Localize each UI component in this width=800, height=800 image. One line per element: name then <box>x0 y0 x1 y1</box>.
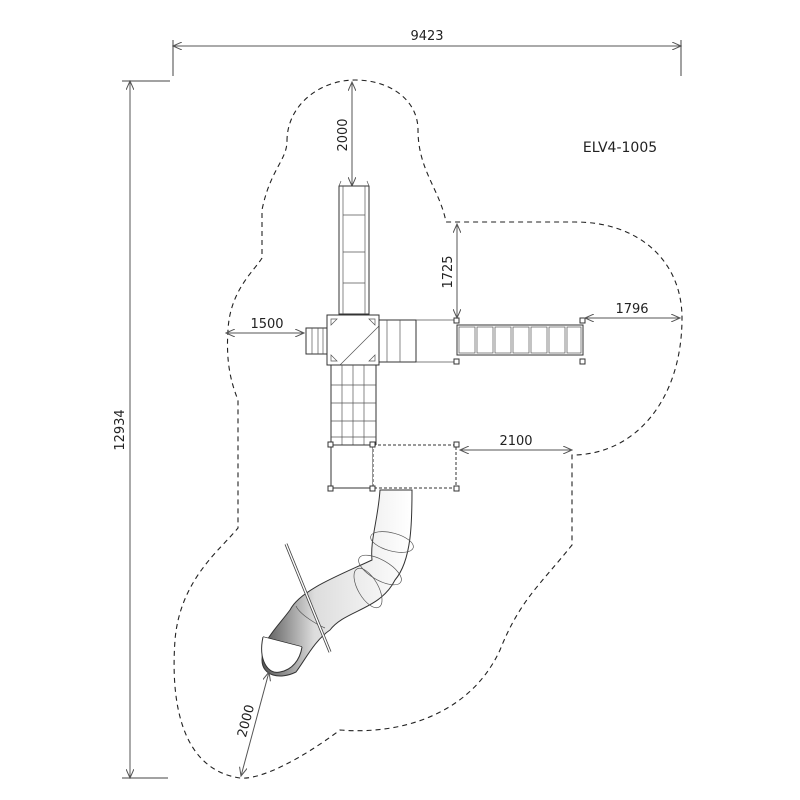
straight-slide <box>338 180 370 315</box>
bridge-vertical-clearance-label: 1725 <box>441 255 456 288</box>
ladder-clearance-label: 1500 <box>250 317 283 332</box>
lower-platforms <box>327 441 460 492</box>
top-slide-clearance-dimension: 2000 <box>336 82 352 186</box>
access-ladder <box>305 327 328 355</box>
tube-slide <box>261 489 414 677</box>
bridge-horizontal-clearance-label: 1796 <box>615 302 648 317</box>
overall-length-dimension: 12934 <box>113 81 170 778</box>
slide-exit-clearance-label: 2000 <box>235 703 258 739</box>
platform-clearance-dimension: 2100 <box>460 434 572 450</box>
platform-clearance-label: 2100 <box>499 434 532 449</box>
rope-bridge <box>453 317 586 365</box>
safety-zone-outline <box>173 79 683 779</box>
tower-platform <box>326 314 380 366</box>
overall-width-label: 9423 <box>410 29 443 44</box>
bridge-vertical-clearance-dimension: 1725 <box>441 224 457 318</box>
top-slide-clearance-label: 2000 <box>336 118 351 151</box>
overall-length-label: 12934 <box>113 409 128 450</box>
bridge-horizontal-clearance-dimension: 1796 <box>585 302 680 318</box>
connector-section <box>378 319 456 363</box>
climbing-net <box>330 364 377 446</box>
ladder-clearance-dimension: 1500 <box>226 317 304 333</box>
overall-width-dimension: 9423 <box>173 29 681 76</box>
slide-exit-clearance-dimension: 2000 <box>235 672 269 776</box>
model-code-label: ELV4-1005 <box>583 140 657 156</box>
